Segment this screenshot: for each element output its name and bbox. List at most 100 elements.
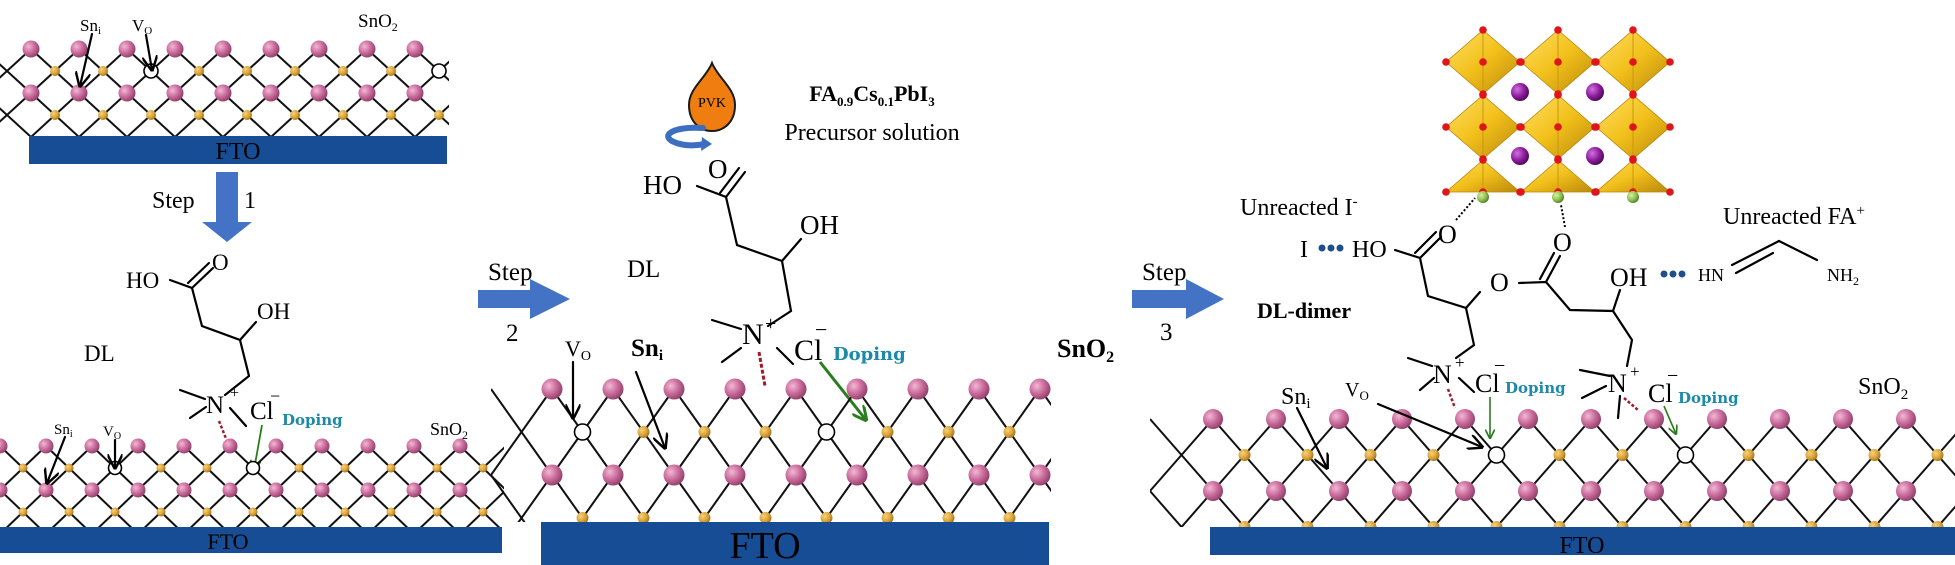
lattice-bond [535, 71, 559, 93]
iodide-corner [1517, 188, 1525, 196]
sn-atom [968, 464, 990, 486]
lattice-bond [511, 71, 535, 93]
sn-atom [1644, 481, 1664, 501]
sn-atom [166, 40, 184, 58]
o-atom [1427, 449, 1440, 461]
lattice-bond [270, 114, 296, 136]
lattice-bond [463, 49, 487, 71]
sn-atom [22, 84, 40, 102]
sn-interstitial-label: Sni [80, 16, 101, 37]
sn-atom [1329, 481, 1349, 501]
iodide-corner [1442, 58, 1450, 66]
lattice-bond [1150, 418, 1183, 456]
svg-text:PVK: PVK [698, 96, 726, 111]
n-sn-interaction [1623, 397, 1639, 411]
sn-atom [222, 438, 238, 454]
n-sn-interaction [1446, 388, 1457, 409]
lattice-bond [511, 115, 535, 137]
sn-interstitial-pointer [1295, 406, 1327, 468]
precursor-formula: FA0.9Cs0.1PbI3 [809, 81, 935, 109]
svg-text:+: + [230, 385, 239, 402]
lattice-bond [342, 114, 368, 136]
sn-atom [1203, 481, 1223, 501]
o-atom [1553, 449, 1566, 461]
o-atom [1490, 521, 1503, 527]
svg-text:N: N [1433, 360, 1452, 389]
lattice-bond [51, 511, 70, 527]
o-atom [1301, 521, 1314, 527]
sn-interstitial-pointer [80, 32, 94, 86]
lattice-bond [97, 511, 116, 527]
sn-atom [663, 464, 685, 486]
step-3-number: 3 [1160, 319, 1173, 346]
o-atom [146, 110, 156, 120]
svg-text:O: O [212, 250, 229, 275]
lattice-bond [535, 115, 559, 137]
o-atom [478, 463, 488, 473]
dl-label: DL [84, 341, 115, 366]
sn-atom [262, 40, 280, 58]
svg-text:OH: OH [1610, 263, 1648, 292]
lattice-bond [1181, 526, 1183, 527]
iodide-corner [1479, 156, 1487, 164]
iodide-corner [1629, 58, 1637, 66]
o-atom [1679, 521, 1692, 527]
doping-label: Doping [1678, 389, 1739, 407]
lattice-bond [30, 114, 56, 136]
a-site-cation [1511, 147, 1529, 165]
svg-text:I: I [1300, 237, 1308, 263]
sn-atom [0, 438, 8, 454]
sn-atom [310, 84, 328, 102]
lattice-bond [482, 511, 501, 527]
iodide-corner [1554, 58, 1562, 66]
o-atom [1742, 449, 1755, 461]
o-atom [340, 463, 350, 473]
sn-atom [360, 482, 376, 498]
lattice-bond [1132, 518, 1163, 561]
sn-atom [1266, 481, 1286, 501]
o-atom [202, 463, 212, 473]
sn-atom [38, 482, 54, 498]
lattice-bond [463, 115, 487, 137]
spin-arrow-icon [665, 124, 708, 149]
lattice-bond [102, 114, 128, 136]
iodide-corner [1629, 156, 1637, 164]
sn-atom [214, 40, 232, 58]
lattice-bond [0, 107, 8, 116]
sn-atom [70, 84, 88, 102]
sn-atom [268, 482, 284, 498]
lattice-bond [1132, 432, 1163, 475]
sn-atom [785, 464, 807, 486]
step-3-word: Step [1142, 259, 1186, 286]
sn-atom [846, 464, 868, 486]
iodide-corner [1666, 188, 1674, 196]
sn-atom [541, 464, 563, 486]
lattice-bond [1180, 526, 1182, 527]
lattice-bond [390, 511, 409, 527]
oxygen-vacancy-pointer [1376, 402, 1482, 447]
o-atom [432, 507, 442, 517]
oxygen-vacancy [431, 63, 447, 79]
o-atom [248, 507, 258, 517]
svg-text:O: O [1553, 228, 1572, 257]
fto-layer [29, 136, 447, 164]
lattice-bond [463, 71, 487, 93]
sno2-label: SnO2 [358, 11, 398, 34]
o-atom [202, 507, 212, 517]
lattice-bond [126, 114, 152, 136]
step-1-word: Step [152, 188, 195, 214]
lattice-bond [174, 114, 200, 136]
lattice-bond [0, 114, 8, 123]
sn-atom [1770, 481, 1790, 501]
lattice-bond [143, 511, 162, 527]
sn-atom [1392, 481, 1412, 501]
o-atom [1427, 521, 1440, 527]
sn-atom [602, 464, 624, 486]
oxygen-vacancy [1487, 446, 1506, 464]
sn-atom [968, 378, 990, 400]
lattice-bond [0, 70, 8, 79]
iodide-corner [1666, 58, 1674, 66]
dl-label: DL [627, 256, 660, 283]
fto-layer [0, 527, 502, 553]
sn-interstitial-label: Sni [631, 335, 663, 364]
